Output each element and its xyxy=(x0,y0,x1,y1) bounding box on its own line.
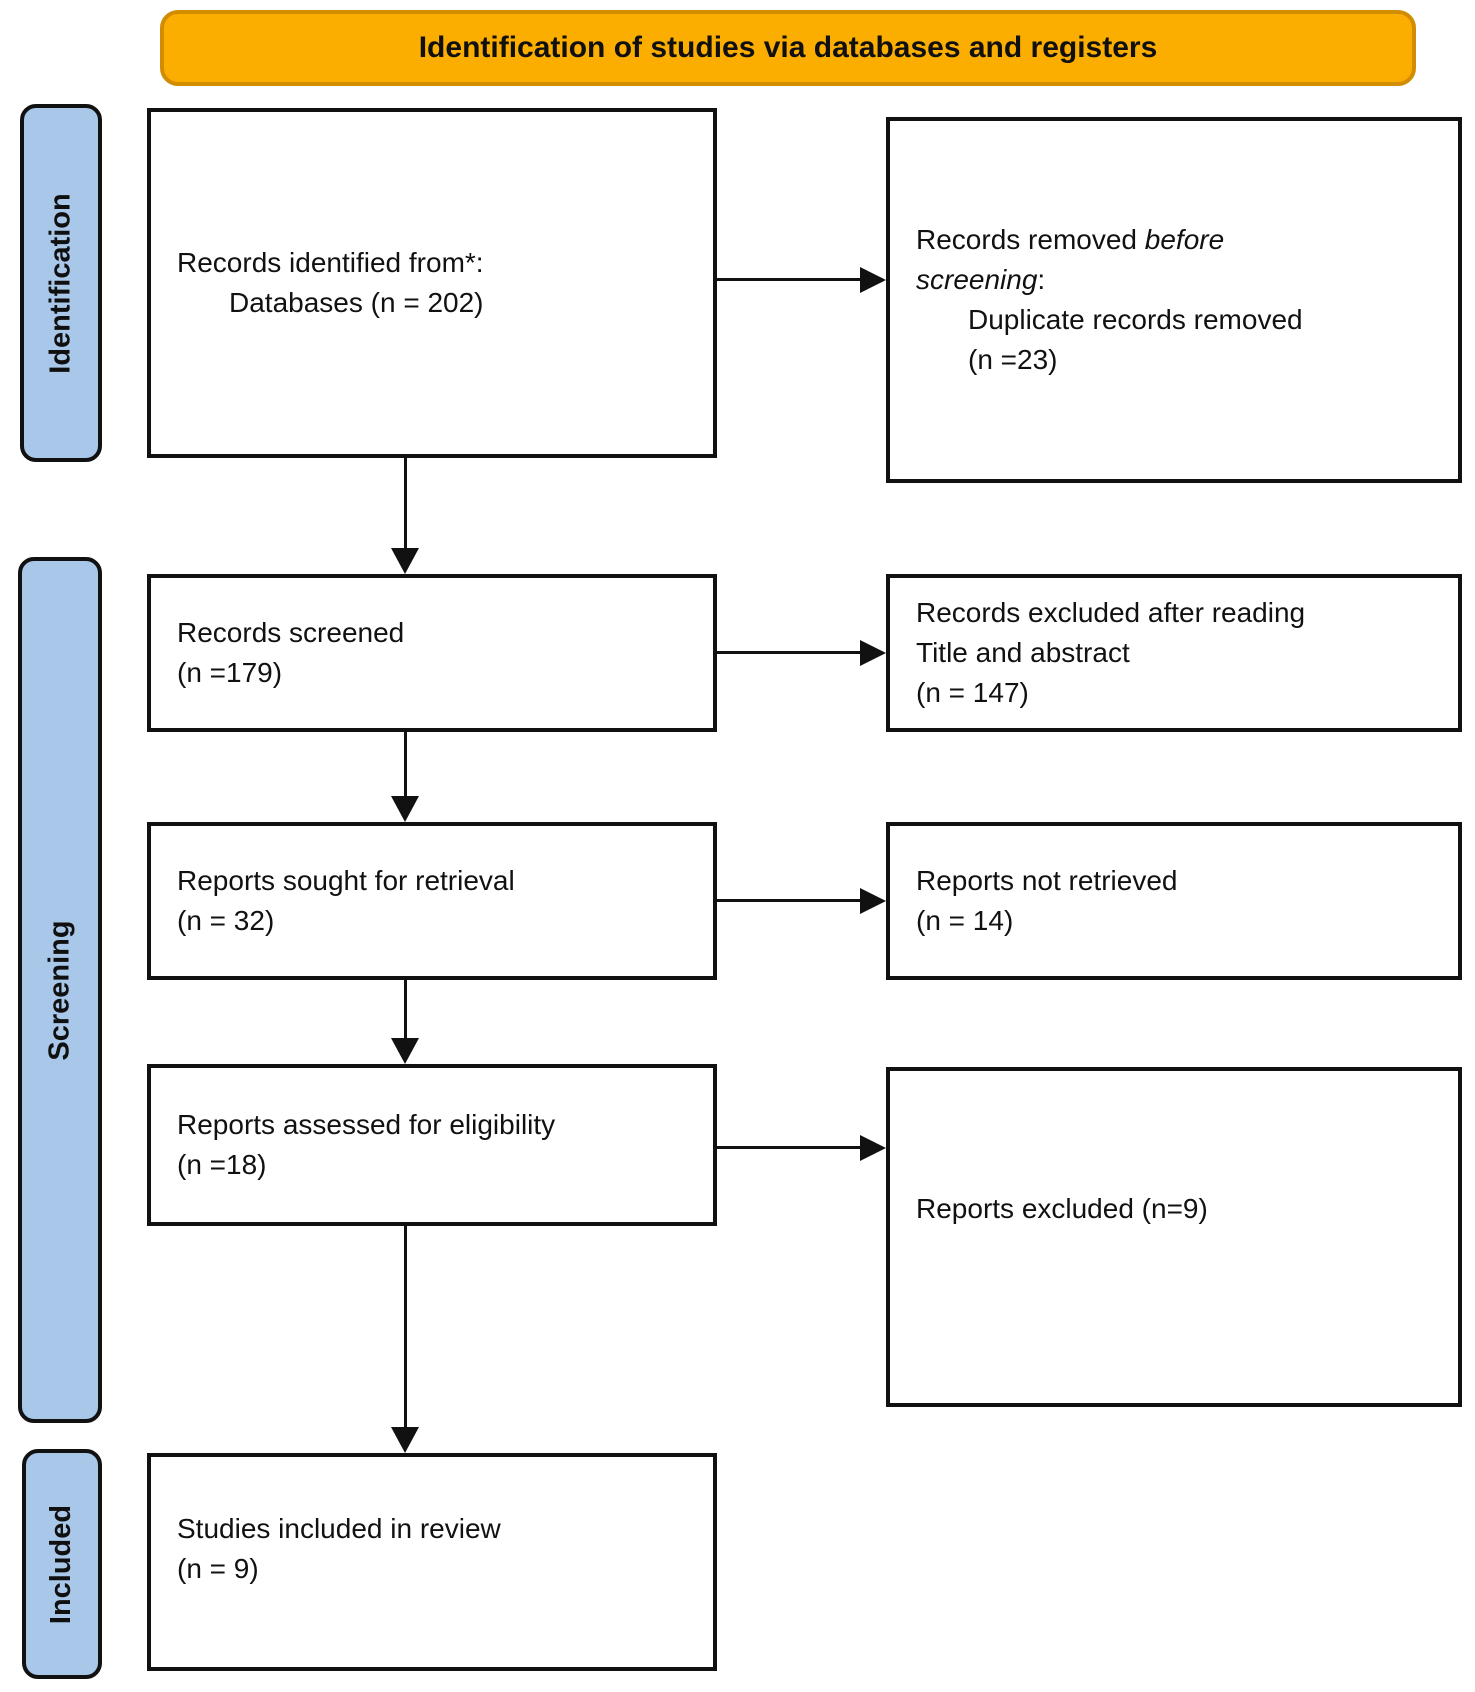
arrow-right-sought-to-not-retrieved-line xyxy=(717,899,860,902)
box-line: (n =18) xyxy=(177,1149,267,1180)
box-line: (n =179) xyxy=(177,657,283,688)
banner-title: Identification of studies via databases … xyxy=(418,31,1158,64)
stage-label-included: Included xyxy=(45,1504,78,1624)
box-line: Reports sought for retrieval xyxy=(177,865,515,896)
arrow-down-screened-to-sought-head-icon xyxy=(391,796,419,822)
stage-bar-identification: Identification xyxy=(20,104,102,462)
arrow-right-assessed-to-excluded-head-icon xyxy=(860,1135,886,1161)
box-line: Records screened xyxy=(177,617,405,648)
box-reports-excluded: Reports excluded (n=9) xyxy=(886,1067,1462,1407)
box-line: (n = 9) xyxy=(177,1553,259,1584)
box-line: Duplicate records removed xyxy=(968,304,1303,335)
arrow-down-assessed-to-included-line xyxy=(404,1226,407,1429)
arrow-right-screened-to-excluded-head-icon xyxy=(860,640,886,666)
box-studies-included: Studies included in review (n = 9) xyxy=(147,1453,717,1671)
stage-label-screening: Screening xyxy=(43,919,76,1061)
box-line: Databases (n = 202) xyxy=(229,287,484,318)
arrow-right-screened-to-excluded-line xyxy=(717,651,860,654)
box-line: Studies included in review xyxy=(177,1513,501,1544)
stage-bar-screening: Screening xyxy=(18,557,102,1423)
box-records-identified: Records identified from*: Databases (n =… xyxy=(147,108,717,458)
box-line: (n = 14) xyxy=(916,905,1014,936)
box-line: Records excluded after reading xyxy=(916,597,1306,628)
arrow-down-identified-to-screened-line xyxy=(404,458,407,550)
stage-label-identification: Identification xyxy=(44,192,77,374)
arrow-down-screened-to-sought-line xyxy=(404,732,407,798)
box-line: Reports not retrieved xyxy=(916,865,1178,896)
arrow-right-identified-to-removed-line xyxy=(717,278,860,281)
box-line: screening: xyxy=(916,260,1442,300)
banner: Identification of studies via databases … xyxy=(160,10,1416,86)
box-line: Records removed before xyxy=(916,220,1442,260)
box-line: (n =23) xyxy=(968,344,1058,375)
box-records-excluded: Records excluded after reading Title and… xyxy=(886,574,1462,732)
box-reports-assessed: Reports assessed for eligibility (n =18) xyxy=(147,1064,717,1226)
arrow-down-assessed-to-included-head-icon xyxy=(391,1427,419,1453)
stage-bar-included: Included xyxy=(22,1449,102,1679)
arrow-down-identified-to-screened-head-icon xyxy=(391,548,419,574)
box-line-text: Records removed xyxy=(916,224,1145,255)
box-line: (n = 32) xyxy=(177,905,275,936)
box-records-screened: Records screened (n =179) xyxy=(147,574,717,732)
arrow-right-identified-to-removed-head-icon xyxy=(860,267,886,293)
arrow-right-assessed-to-excluded-line xyxy=(717,1146,860,1149)
box-reports-not-retrieved: Reports not retrieved (n = 14) xyxy=(886,822,1462,980)
box-line: (n = 147) xyxy=(916,677,1029,708)
box-line: Records identified from*: xyxy=(177,247,484,278)
box-line-italic-text: screening xyxy=(916,264,1038,295)
arrow-down-sought-to-assessed-line xyxy=(404,980,407,1040)
arrow-down-sought-to-assessed-head-icon xyxy=(391,1038,419,1064)
box-line: Reports assessed for eligibility xyxy=(177,1109,556,1140)
box-reports-sought: Reports sought for retrieval (n = 32) xyxy=(147,822,717,980)
box-line-italic-text: before xyxy=(1144,224,1225,255)
box-records-removed-before-screening: Records removed before screening: Duplic… xyxy=(886,117,1462,483)
box-line: Title and abstract xyxy=(916,637,1130,668)
box-line-text: : xyxy=(1037,264,1046,295)
box-line: Reports excluded (n=9) xyxy=(916,1193,1208,1224)
arrow-right-sought-to-not-retrieved-head-icon xyxy=(860,888,886,914)
